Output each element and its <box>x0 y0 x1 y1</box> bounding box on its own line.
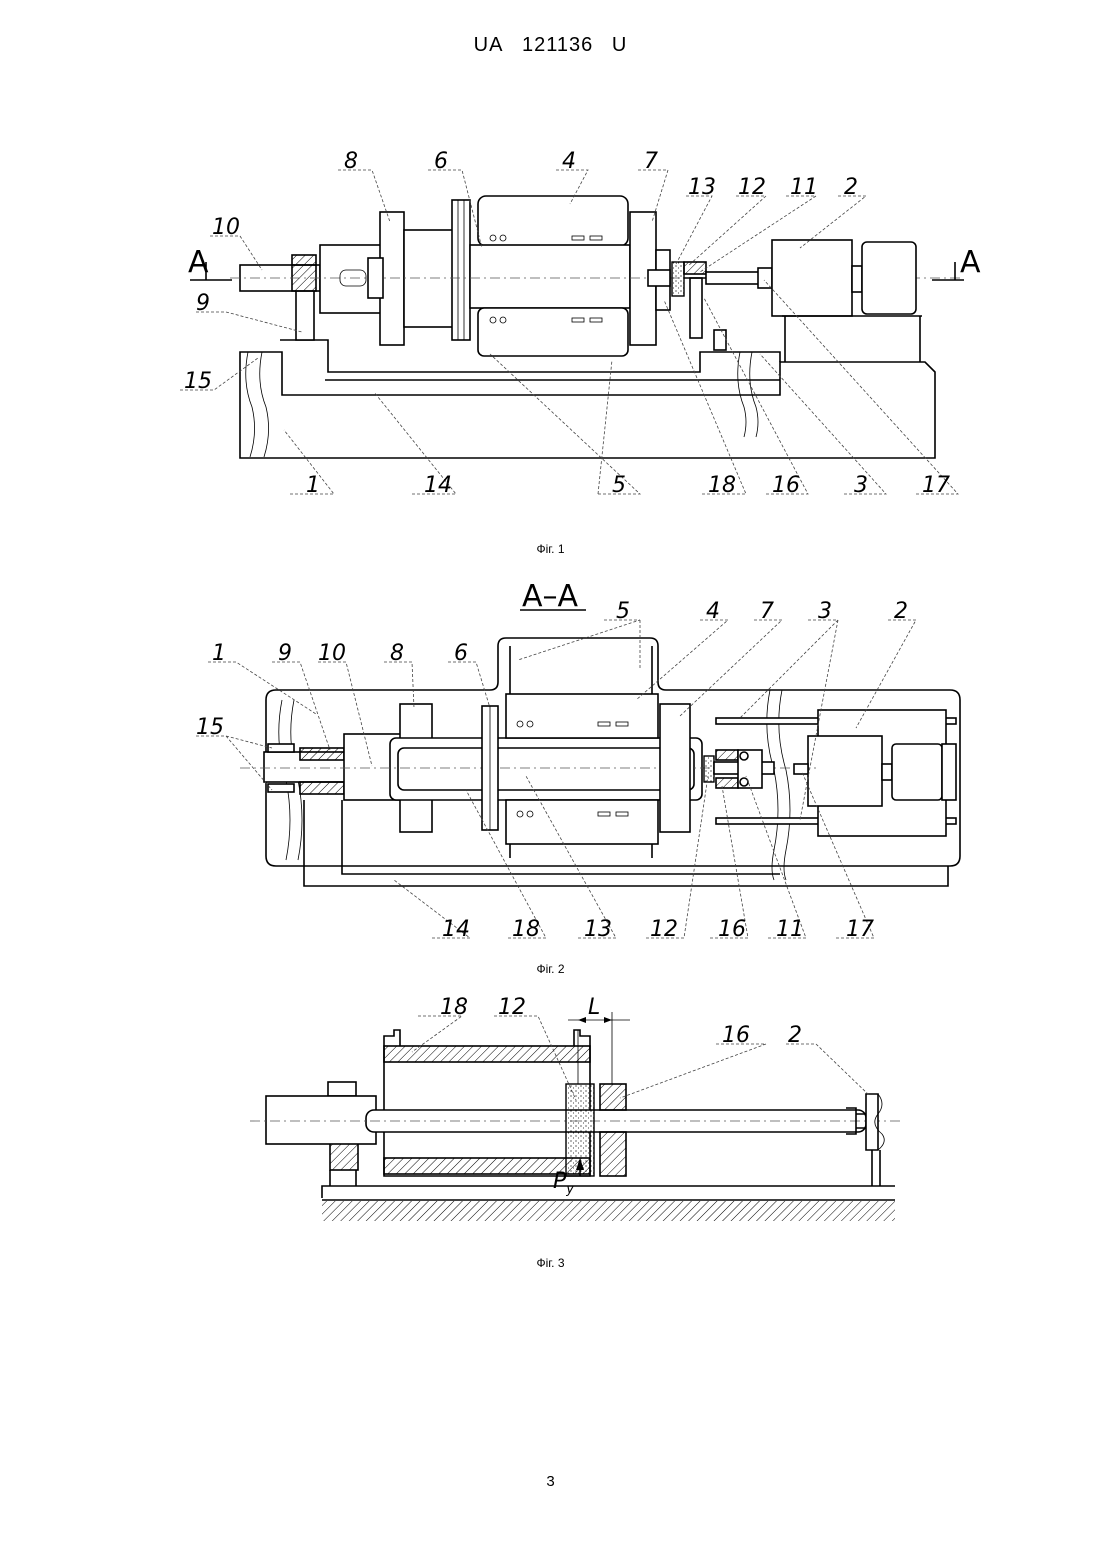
fig3-label-16: 16 <box>722 1023 750 1048</box>
fig2-label-1: 1 <box>212 641 226 666</box>
figure-2-caption: Фіг. 2 <box>0 962 1101 976</box>
fig2-label-14: 14 <box>442 917 470 942</box>
fig2-label-13: 13 <box>584 917 612 942</box>
fig1-label-4: 4 <box>562 149 576 174</box>
country-code: UA <box>474 34 504 56</box>
fig1-label-16: 16 <box>772 473 800 498</box>
fig2-label-12: 12 <box>650 917 678 942</box>
fig2-label-11: 11 <box>776 917 804 942</box>
fig2-label-5: 5 <box>616 599 630 624</box>
figure-2: A–A <box>0 572 1101 947</box>
fig1-label-12: 12 <box>738 175 766 200</box>
fig1-label-8: 8 <box>344 149 358 174</box>
fig2-label-15: 15 <box>196 715 224 740</box>
fig3-label-12: 12 <box>498 995 526 1020</box>
fig2-label-16: 16 <box>718 917 746 942</box>
patent-number: 121136 <box>522 34 593 56</box>
patent-kind: U <box>612 34 627 56</box>
figure-1-drawing: A A 8 6 4 7 13 12 11 2 10 9 15 1 14 5 18… <box>0 140 1101 510</box>
fig3-label-L: L <box>588 995 600 1020</box>
fig1-label-15: 15 <box>184 369 212 394</box>
fig2-label-3: 3 <box>818 599 832 624</box>
figure-3: Py 18 12 L 16 2 <box>0 995 1101 1230</box>
fig2-label-9: 9 <box>278 641 292 666</box>
figure-3-caption: Фіг. 3 <box>0 1256 1101 1270</box>
fig2-label-8: 8 <box>390 641 404 666</box>
fig1-label-18: 18 <box>708 473 736 498</box>
fig3-label-18: 18 <box>440 995 468 1020</box>
fig1-label-14: 14 <box>424 473 452 498</box>
fig1-label-6: 6 <box>434 149 448 174</box>
patent-header: UA 121136 U <box>0 34 1101 57</box>
fig2-label-7: 7 <box>760 599 774 624</box>
fig1-label-13: 13 <box>688 175 716 200</box>
fig2-label-10: 10 <box>318 641 346 666</box>
fig1-label-9: 9 <box>196 291 210 316</box>
figure-1: A A 8 6 4 7 13 12 11 2 10 9 15 1 14 5 18… <box>0 140 1101 510</box>
page-number: 3 <box>0 1473 1101 1490</box>
fig1-label-3: 3 <box>854 473 868 498</box>
fig2-label-17: 17 <box>846 917 874 942</box>
fig1-label-11: 11 <box>790 175 818 200</box>
fig2-label-6: 6 <box>454 641 468 666</box>
fig2-label-4: 4 <box>706 599 720 624</box>
fig2-label-2: 2 <box>894 599 908 624</box>
fig1-label-10: 10 <box>212 215 240 240</box>
section-mark-right: A <box>960 245 981 280</box>
fig1-label-5: 5 <box>612 473 626 498</box>
fig2-label-18: 18 <box>512 917 540 942</box>
fig1-label-7: 7 <box>644 149 658 174</box>
section-mark-left: A <box>188 245 209 280</box>
figure-1-caption: Фіг. 1 <box>0 542 1101 556</box>
fig1-label-1: 1 <box>306 473 320 498</box>
figure-3-drawing: Py 18 12 L 16 2 <box>0 995 1101 1230</box>
figure-2-drawing: A–A <box>0 572 1101 947</box>
section-title: A–A <box>522 579 579 614</box>
fig1-label-17: 17 <box>922 473 950 498</box>
fig3-label-2: 2 <box>788 1023 802 1048</box>
fig1-label-2: 2 <box>844 175 858 200</box>
